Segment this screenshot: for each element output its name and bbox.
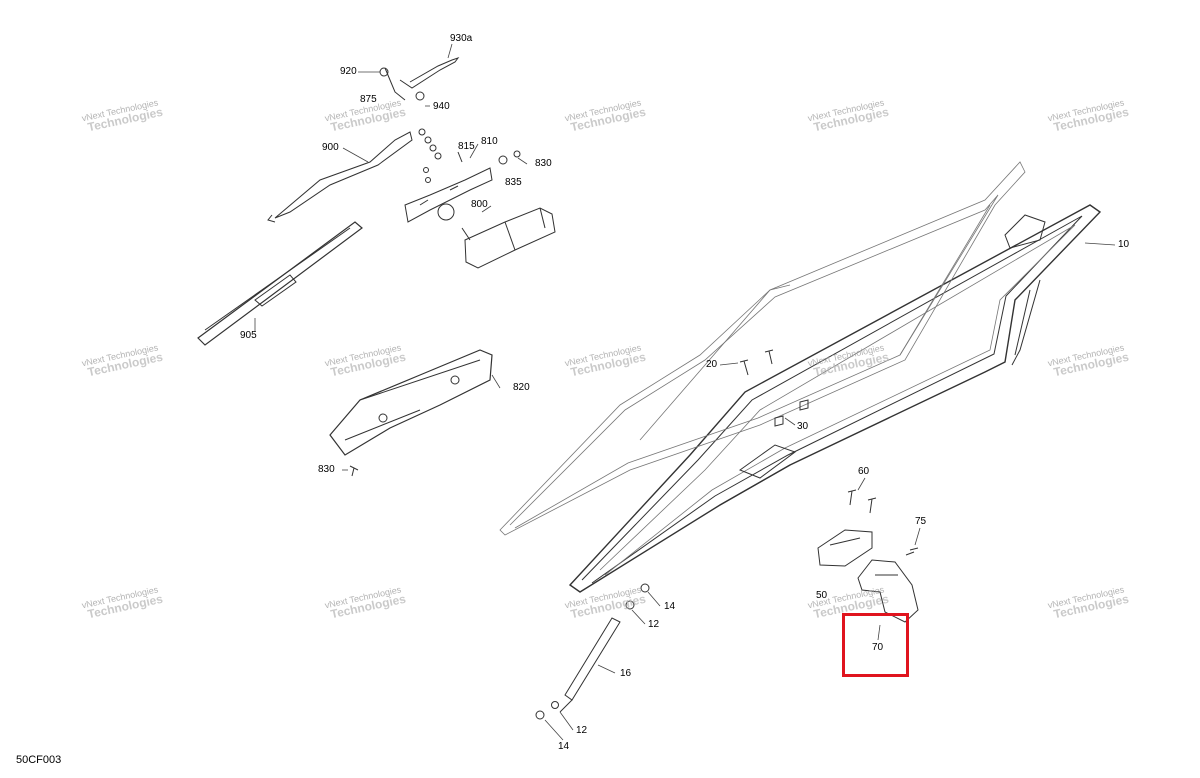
wiper-motor-part-800[interactable] — [437, 203, 556, 269]
cover-part-820[interactable] — [329, 349, 493, 456]
wiper-blade-part-905[interactable] — [197, 221, 363, 346]
callout-20[interactable]: 20 — [706, 359, 718, 370]
callout-920[interactable]: 920 — [340, 66, 357, 77]
callout-50[interactable]: 50 — [816, 590, 828, 601]
latch-part-50[interactable] — [817, 529, 873, 567]
callout-60[interactable]: 60 — [858, 466, 870, 477]
callout-905[interactable]: 905 — [240, 330, 257, 341]
bracket-part-810[interactable] — [404, 167, 493, 223]
leader-lines — [254, 43, 1116, 741]
callout-835[interactable]: 835 — [505, 177, 522, 188]
callout-10[interactable]: 10 — [1118, 239, 1130, 250]
callout-820[interactable]: 820 — [513, 382, 530, 393]
callout-940[interactable]: 940 — [433, 101, 450, 112]
callout-810[interactable]: 810 — [481, 136, 498, 147]
callout-75[interactable]: 75 — [915, 516, 927, 527]
callout-830-top[interactable]: 830 — [535, 158, 552, 169]
callout-800[interactable]: 800 — [471, 199, 488, 210]
handle-part-70[interactable] — [857, 559, 919, 623]
diagram-code: 50CF003 — [16, 754, 62, 766]
wiper-arm-part-900[interactable] — [267, 131, 413, 223]
callout-70[interactable]: 70 — [872, 642, 884, 653]
callout-900[interactable]: 900 — [322, 142, 339, 153]
callout-12-lower[interactable]: 12 — [576, 725, 588, 736]
callout-14-lower[interactable]: 14 — [558, 741, 570, 752]
callout-30[interactable]: 30 — [797, 421, 809, 432]
callout-830-bottom[interactable]: 830 — [318, 464, 335, 475]
callout-14-upper[interactable]: 14 — [664, 601, 676, 612]
windshield-glass-outline — [499, 161, 1026, 536]
lever-part-930a[interactable] — [379, 57, 460, 101]
callout-815[interactable]: 815 — [458, 141, 475, 152]
hardware-stack — [418, 128, 521, 183]
callout-930a[interactable]: 930a — [450, 33, 473, 44]
callout-16[interactable]: 16 — [620, 668, 632, 679]
callout-12-upper[interactable]: 12 — [648, 619, 660, 630]
gas-strut-part-16[interactable] — [535, 583, 650, 720]
highlight-box — [842, 613, 909, 677]
screws — [349, 349, 919, 556]
callout-875[interactable]: 875 — [360, 94, 377, 105]
